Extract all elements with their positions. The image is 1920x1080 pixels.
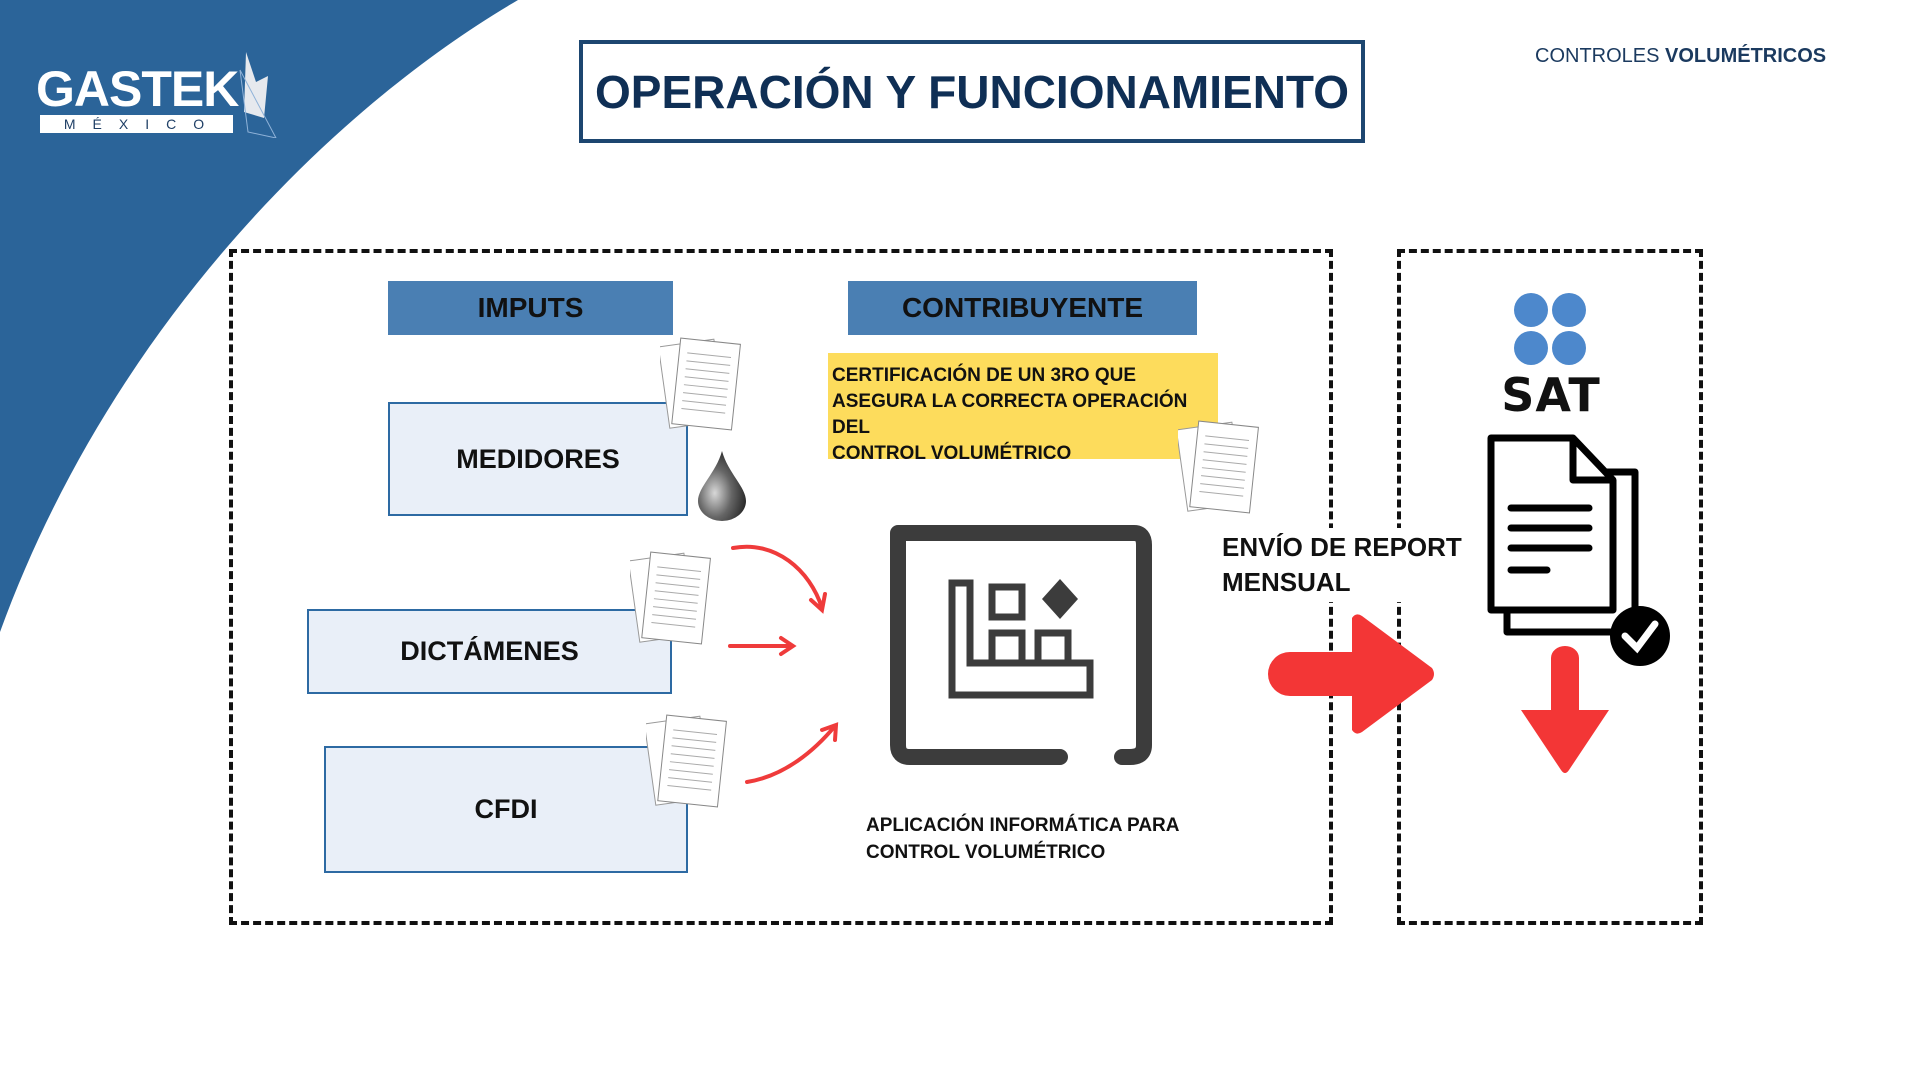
down-arrow-icon [1521,646,1609,773]
documents-icon [1178,420,1259,514]
page-title: OPERACIÓN Y FUNCIONAMIENTO [579,40,1365,143]
approved-document-icon [1487,434,1670,666]
send-arrow-icon [1268,614,1434,734]
inputs-header: IMPUTS [388,281,673,335]
arrow-icon [745,724,837,784]
input-arrows [728,544,839,784]
arrow-icon [731,544,824,610]
documents-icon [630,551,711,645]
contribuyente-header: CONTRIBUYENTE [848,281,1197,335]
documents-icon [646,714,727,808]
sat-logo-icon [1514,293,1586,365]
oil-drop-icon [698,451,746,521]
documents-icon [660,337,741,431]
input-dictamenes: DICTÁMENES [307,609,672,694]
section-label: CONTROLES VOLUMÉTRICOS [1535,45,1827,67]
logo: GASTEK [36,61,239,117]
logo-crystal-icon [239,52,277,138]
input-medidores: MEDIDORES [388,402,688,516]
logo-subtitle: MÉXICO [40,115,233,133]
sat-label: SAT [1501,368,1601,422]
software-app-icon [890,525,1152,765]
input-cfdi: CFDI [324,746,688,873]
